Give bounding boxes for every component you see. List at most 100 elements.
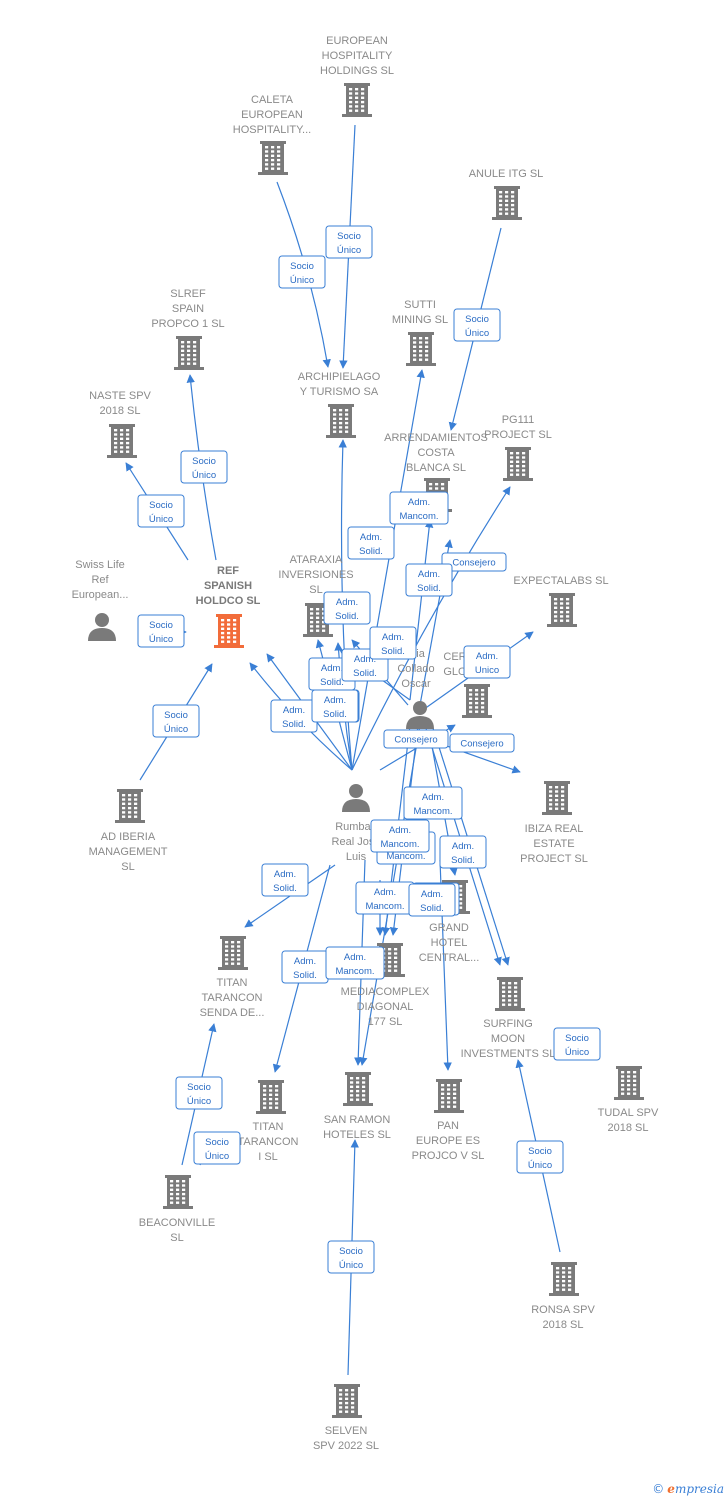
building-icon <box>214 614 244 648</box>
building-icon <box>174 336 204 370</box>
edge-label[interactable]: Consejero <box>383 729 449 749</box>
edge-label-text: Único <box>528 1160 552 1171</box>
edge-label[interactable]: Adm.Mancom. <box>403 786 463 820</box>
edge-label[interactable]: Adm.Mancom. <box>355 881 415 915</box>
edge-label-text: Socio <box>149 620 173 631</box>
edge-label-text: Adm. <box>283 705 305 716</box>
building-icon <box>492 186 522 220</box>
node-label-line: AD IBERIA <box>101 831 156 843</box>
edge-line <box>351 369 425 771</box>
edge-label[interactable]: Adm.Solid. <box>270 699 318 733</box>
edge-label[interactable]: Adm.Solid. <box>311 689 359 723</box>
edge-label[interactable]: Adm.Mancom. <box>370 819 430 853</box>
node-label-line: MOON <box>491 1033 525 1045</box>
edge-label[interactable]: Adm.Mancom. <box>389 491 449 525</box>
edge-label-text: Socio <box>192 456 216 467</box>
building-icon <box>503 447 533 481</box>
empresia-logo[interactable]: ©empresia <box>652 1482 724 1496</box>
building-icon <box>462 684 492 718</box>
edge-label-text: Socio <box>528 1146 552 1157</box>
edge-label-text: Adm. <box>360 532 382 543</box>
node-label-line: RONSA SPV <box>531 1304 595 1316</box>
edge-label[interactable]: Adm.Solid. <box>405 563 453 597</box>
node-label-line: ANULE ITG SL <box>469 168 544 180</box>
company-node[interactable]: SELVEN SPV 2022 SL <box>313 1384 379 1452</box>
edge-label[interactable]: Adm.Solid. <box>323 591 371 625</box>
node-label-line: PAN <box>437 1120 459 1132</box>
person-node[interactable]: Swiss LifeRefEuropean... <box>72 559 129 641</box>
edge-label-text: Socio <box>290 261 314 272</box>
edge-label[interactable]: Adm.Solid. <box>369 626 417 660</box>
edge-label-text: Adm. <box>476 651 498 662</box>
edge-label[interactable]: Adm.Mancom. <box>325 946 385 980</box>
edge-label[interactable]: Adm.Unico <box>463 645 511 679</box>
node-label-line: SPV 2022 SL <box>313 1440 379 1452</box>
node-label-line: SELVEN <box>325 1425 368 1437</box>
company-node[interactable]: ANULE ITG SL <box>469 168 544 220</box>
edge-label-text: Solid. <box>381 646 405 657</box>
node-label-line: TUDAL SPV <box>598 1107 659 1119</box>
edge-labels-layer: SocioÚnicoSocioÚnicoSocioÚnicoSocioÚnico… <box>137 225 601 1274</box>
edge-label-text: Único <box>149 634 173 645</box>
node-label-line: REF <box>217 565 239 577</box>
edge-label-text: Socio <box>149 500 173 511</box>
edge-label[interactable]: Consejero <box>449 733 515 753</box>
building-icon <box>614 1066 644 1100</box>
node-label-line: I SL <box>258 1151 278 1163</box>
node-label-line: PROPCO 1 SL <box>151 318 224 330</box>
edge-label[interactable]: Adm.Solid. <box>439 835 487 869</box>
node-label-line: PROJECT SL <box>484 429 552 441</box>
edge-label-text: Solid. <box>359 546 383 557</box>
node-label-line: HOLDCO SL <box>196 595 261 607</box>
node-label-line: PROJECT SL <box>520 853 588 865</box>
edge-label[interactable]: Adm.Solid. <box>408 883 456 917</box>
company-node[interactable]: CALETAEUROPEANHOSPITALITY... <box>233 94 311 175</box>
node-label-line: Collado <box>397 663 434 675</box>
edge-label-text: Solid. <box>335 611 359 622</box>
edge-label-text: Adm. <box>354 654 376 665</box>
edge-label[interactable]: Consejero <box>441 552 507 572</box>
company-node[interactable]: EXPECTALABS SL <box>513 575 609 627</box>
edge-label-text: Mancom. <box>335 966 374 977</box>
edge-label[interactable]: Adm.Solid. <box>281 950 329 984</box>
edge-label-text: Único <box>290 275 314 286</box>
edge-label-text: Consejero <box>394 735 437 746</box>
edge-label[interactable]: Adm. Solid. <box>347 526 395 560</box>
edge-label-text: Mancom. <box>413 806 452 817</box>
node-label-line: INVESTMENTS SL <box>461 1048 556 1060</box>
edge-label[interactable]: Adm.Solid. <box>261 863 309 897</box>
node-label-line: INVERSIONES <box>278 569 353 581</box>
person-node[interactable]: rciaColladoOscar <box>397 648 435 729</box>
